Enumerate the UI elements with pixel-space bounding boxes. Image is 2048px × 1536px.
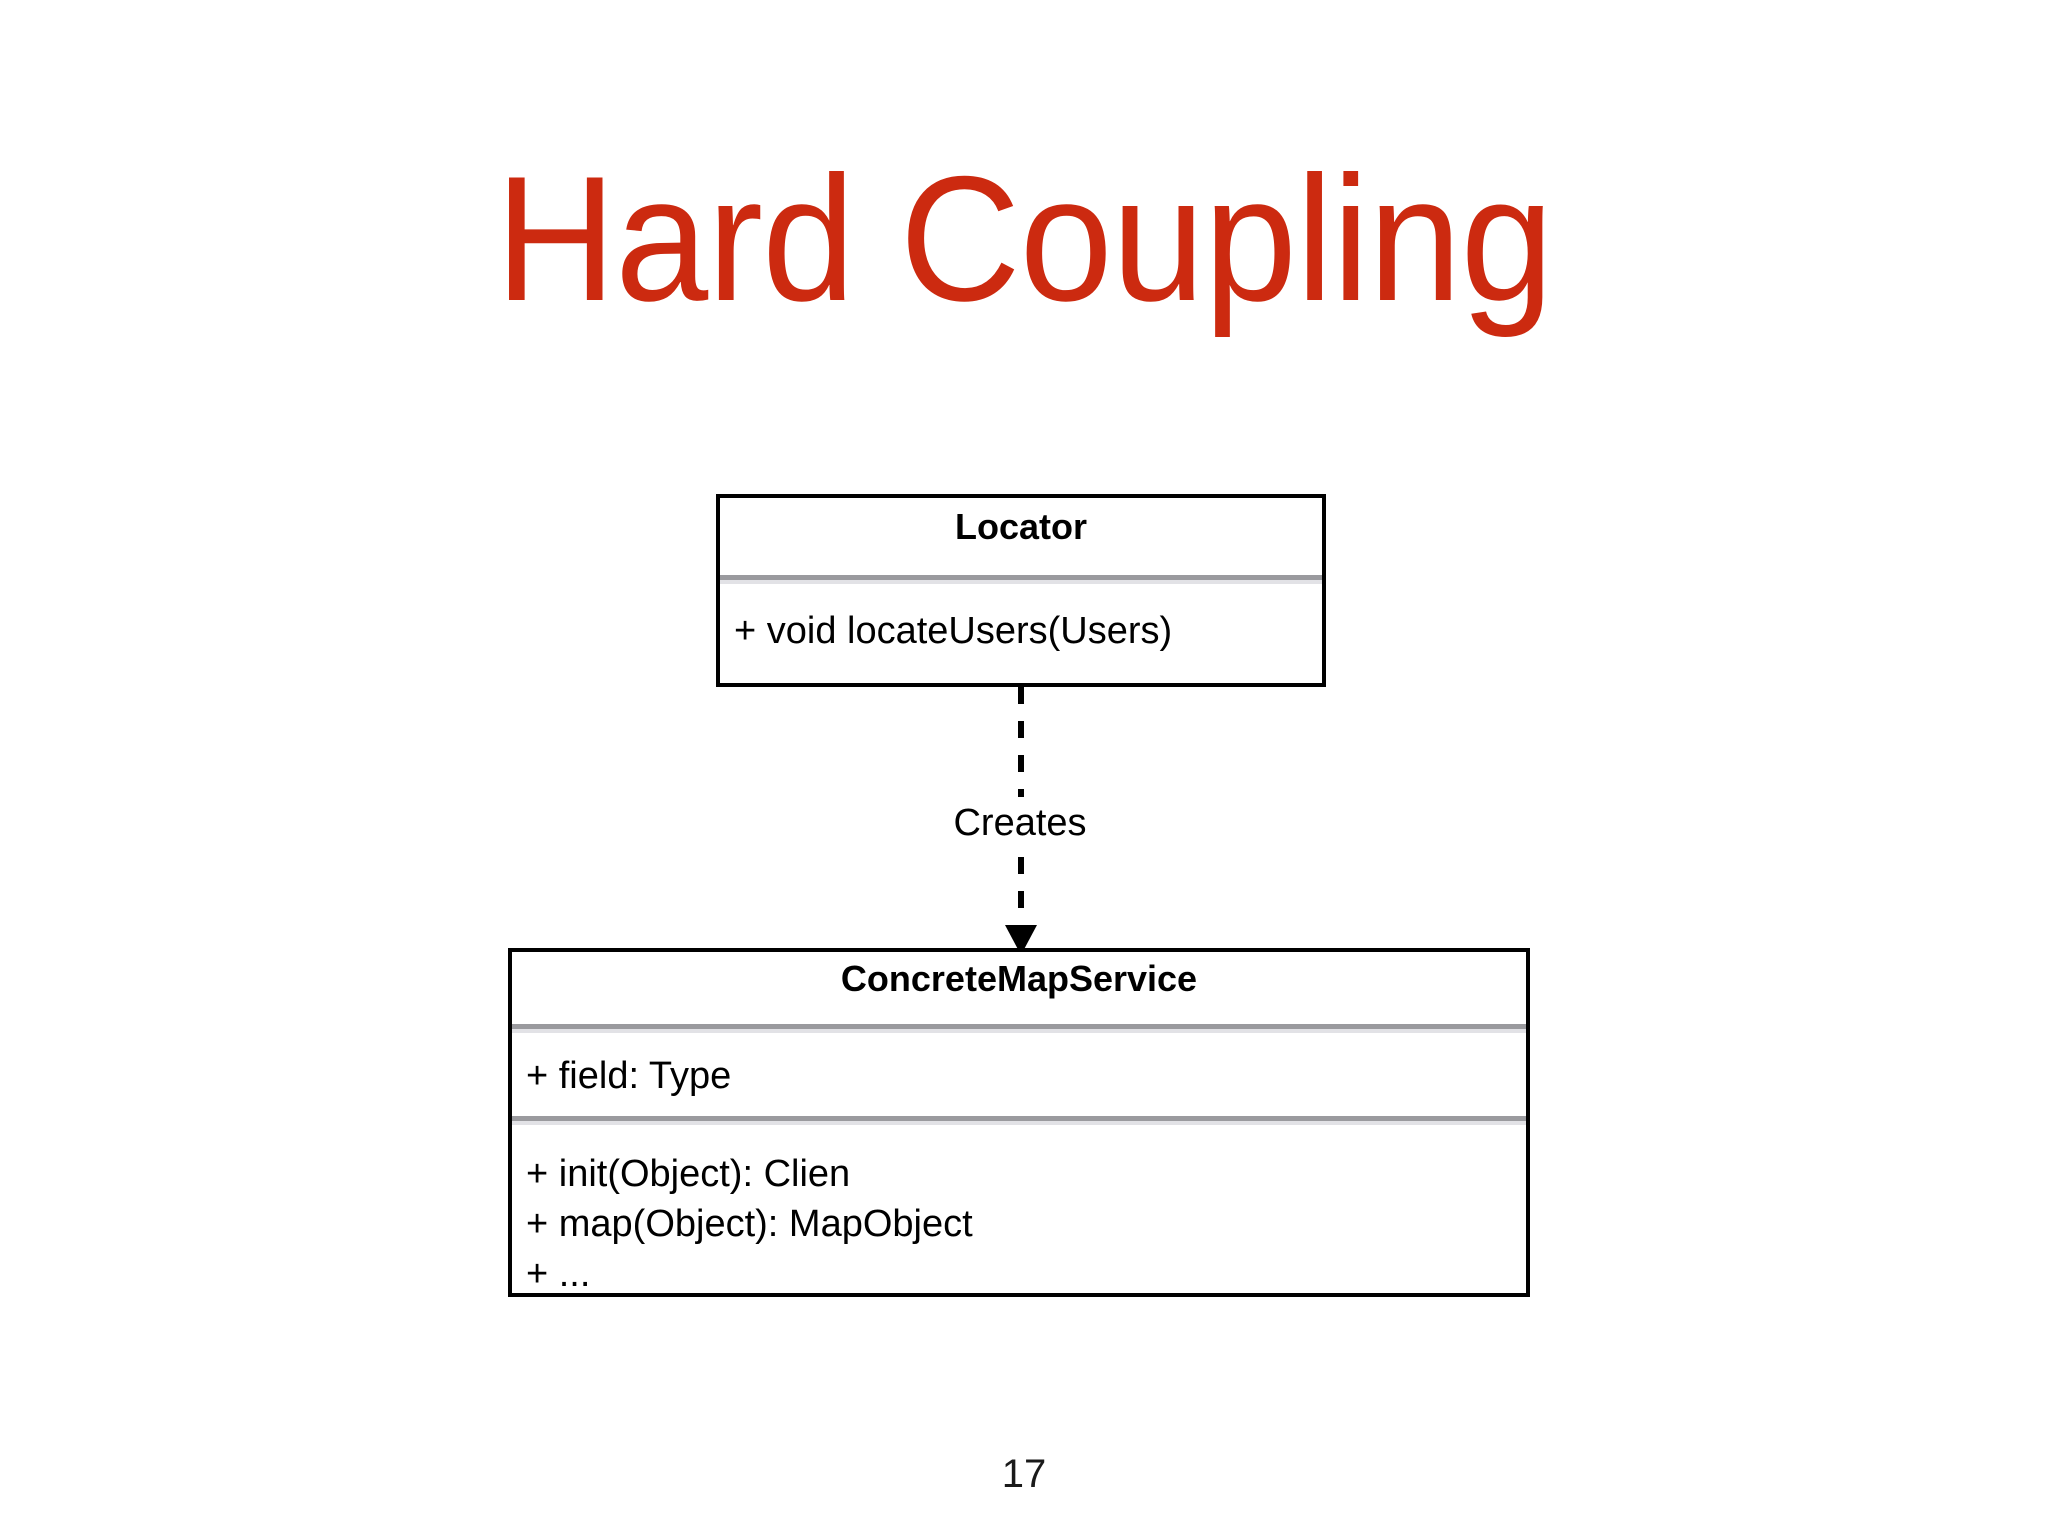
uml-class-name-compartment: ConcreteMapService (512, 952, 1526, 1024)
uml-class-name-compartment: Locator (720, 498, 1322, 575)
uml-operation-item: + map(Object): MapObject (526, 1203, 973, 1246)
page-number: 17 (1001, 1452, 1047, 1496)
page-title: Hard Coupling (495, 139, 1553, 338)
uml-attributes-compartment: + field: Type (512, 1033, 1526, 1116)
uml-compartment-divider (720, 575, 1322, 584)
uml-operation-item: + ... (526, 1253, 591, 1293)
arrowhead-triangle-icon (1005, 925, 1037, 955)
dependency-arrow-creates (1001, 687, 1041, 955)
uml-attribute-item: + field: Type (526, 1055, 732, 1098)
uml-operations-compartment: + init(Object): Clien + map(Object): Map… (512, 1125, 1526, 1293)
uml-operation-item: + init(Object): Clien (526, 1153, 851, 1196)
uml-class-concretemapservice: ConcreteMapService + field: Type + init(… (508, 948, 1530, 1297)
dependency-label-creates: Creates (880, 797, 1160, 849)
dependency-arrow-svg (1005, 687, 1037, 955)
uml-compartment-divider (512, 1024, 1526, 1034)
uml-class-name-locator: Locator (954, 506, 1087, 547)
uml-class-name-concretemapservice: ConcreteMapService (840, 958, 1198, 999)
uml-operation-item: + void locateUsers(Users) (734, 610, 1173, 652)
uml-class-locator: Locator + void locateUsers(Users) (716, 494, 1326, 687)
uml-compartment-divider (512, 1116, 1526, 1126)
uml-operations-compartment: + void locateUsers(Users) (720, 584, 1322, 656)
